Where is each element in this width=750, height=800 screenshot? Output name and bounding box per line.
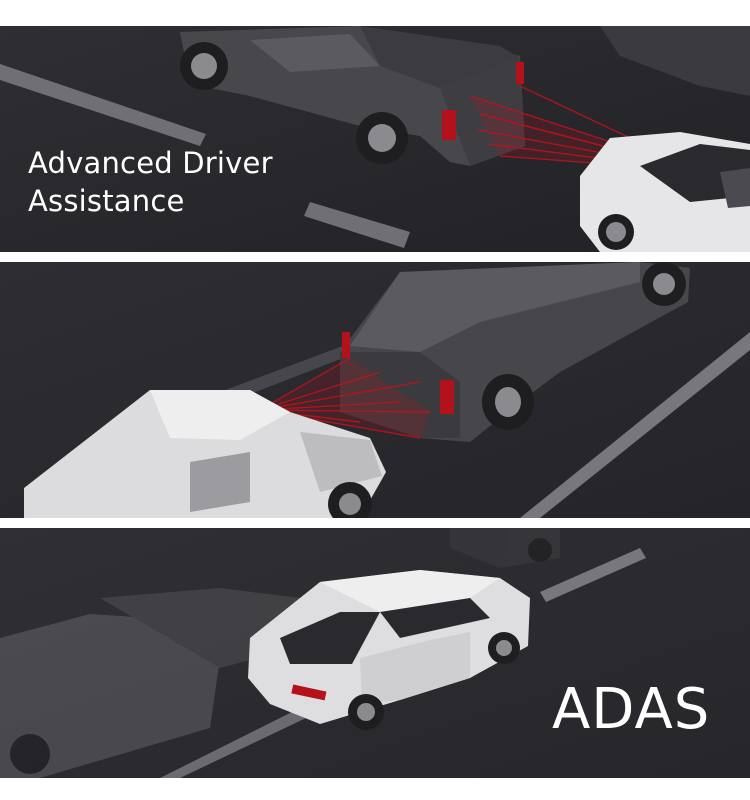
panel-caption-advanced-driver-assistance: Advanced Driver Assistance [28,144,273,220]
pickup-truck [340,262,690,442]
sensor-beam-fill [260,358,430,438]
lane-marking [304,202,410,248]
background-car [450,528,560,568]
background-car [600,26,750,96]
white-car [580,132,750,252]
white-sedan [248,570,530,730]
scene-illustration [0,26,750,252]
scene-panel-following-distance [0,262,750,518]
lane-marking [520,332,750,518]
caption-line: Assistance [28,184,185,218]
caption-line: Advanced Driver [28,146,273,180]
lane-marking [160,708,306,778]
scene-panel-lane-change: ADAS [0,528,750,778]
lane-marking [540,548,646,602]
pickup-truck [180,26,525,166]
white-suv [24,390,386,518]
scene-panel-forward-collision: Advanced Driver Assistance [0,26,750,252]
lane-marking [0,64,206,146]
scene-illustration [0,262,750,518]
panel-caption-adas: ADAS [552,677,711,742]
scene-illustration [0,528,750,778]
